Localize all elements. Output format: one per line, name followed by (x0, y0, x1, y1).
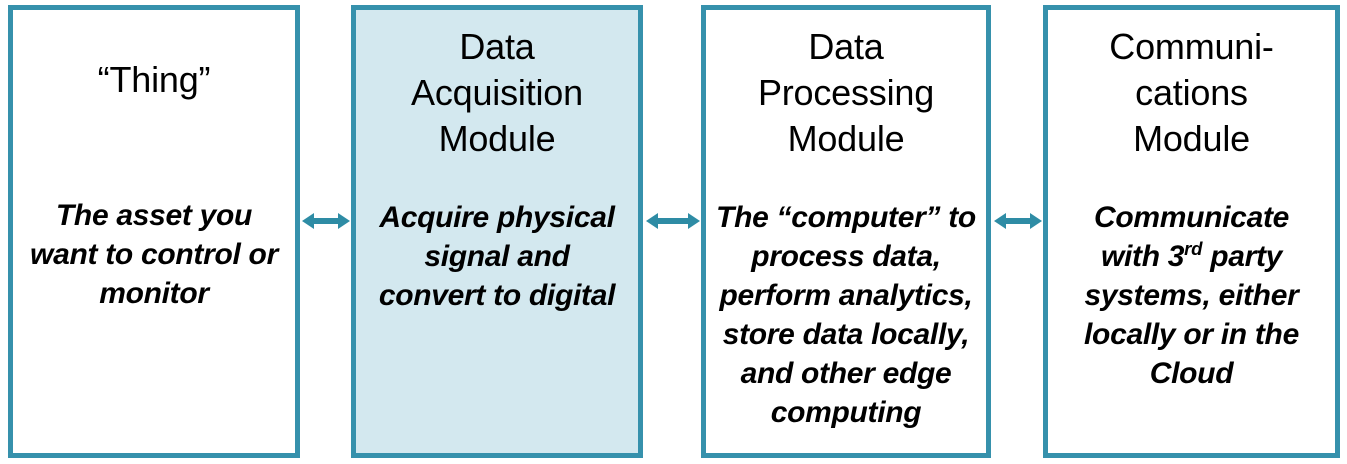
box-title-communications-module: Communi- cations Module (1109, 26, 1274, 159)
box-title-data-acquisition-module: Data Acquisition Module (411, 26, 583, 159)
double-arrow-horizontal-icon (302, 213, 350, 229)
box-title-thing: “Thing” (97, 59, 211, 100)
diagram-box-data-processing-module[interactable]: Data Processing Module The “computer” to… (701, 5, 991, 458)
box-description-data-acquisition-module: Acquire physical signal and convert to d… (378, 201, 616, 312)
connector-processing-to-communications (993, 201, 1043, 241)
diagram-box-communications-module[interactable]: Communi- cations Module Communicate with… (1043, 5, 1340, 458)
connector-acquisition-to-processing (645, 201, 701, 241)
double-arrow-horizontal-icon (994, 213, 1042, 229)
double-arrow-horizontal-icon (646, 213, 700, 229)
connector-thing-to-acquisition (301, 201, 351, 241)
box-description-communications-module: Communicate with 3rd party systems, eith… (1084, 201, 1299, 390)
box-description-thing: The asset you want to control or monitor (30, 199, 278, 310)
box-title-data-processing-module: Data Processing Module (757, 26, 935, 159)
diagram-box-data-acquisition-module[interactable]: Data Acquisition Module Acquire physical… (351, 5, 643, 458)
box-description-data-processing-module: The “computer” to process data, perform … (716, 201, 976, 429)
diagram-box-thing[interactable]: “Thing” The asset you want to control or… (8, 5, 300, 458)
ordinal-suffix: rd (1184, 238, 1203, 259)
